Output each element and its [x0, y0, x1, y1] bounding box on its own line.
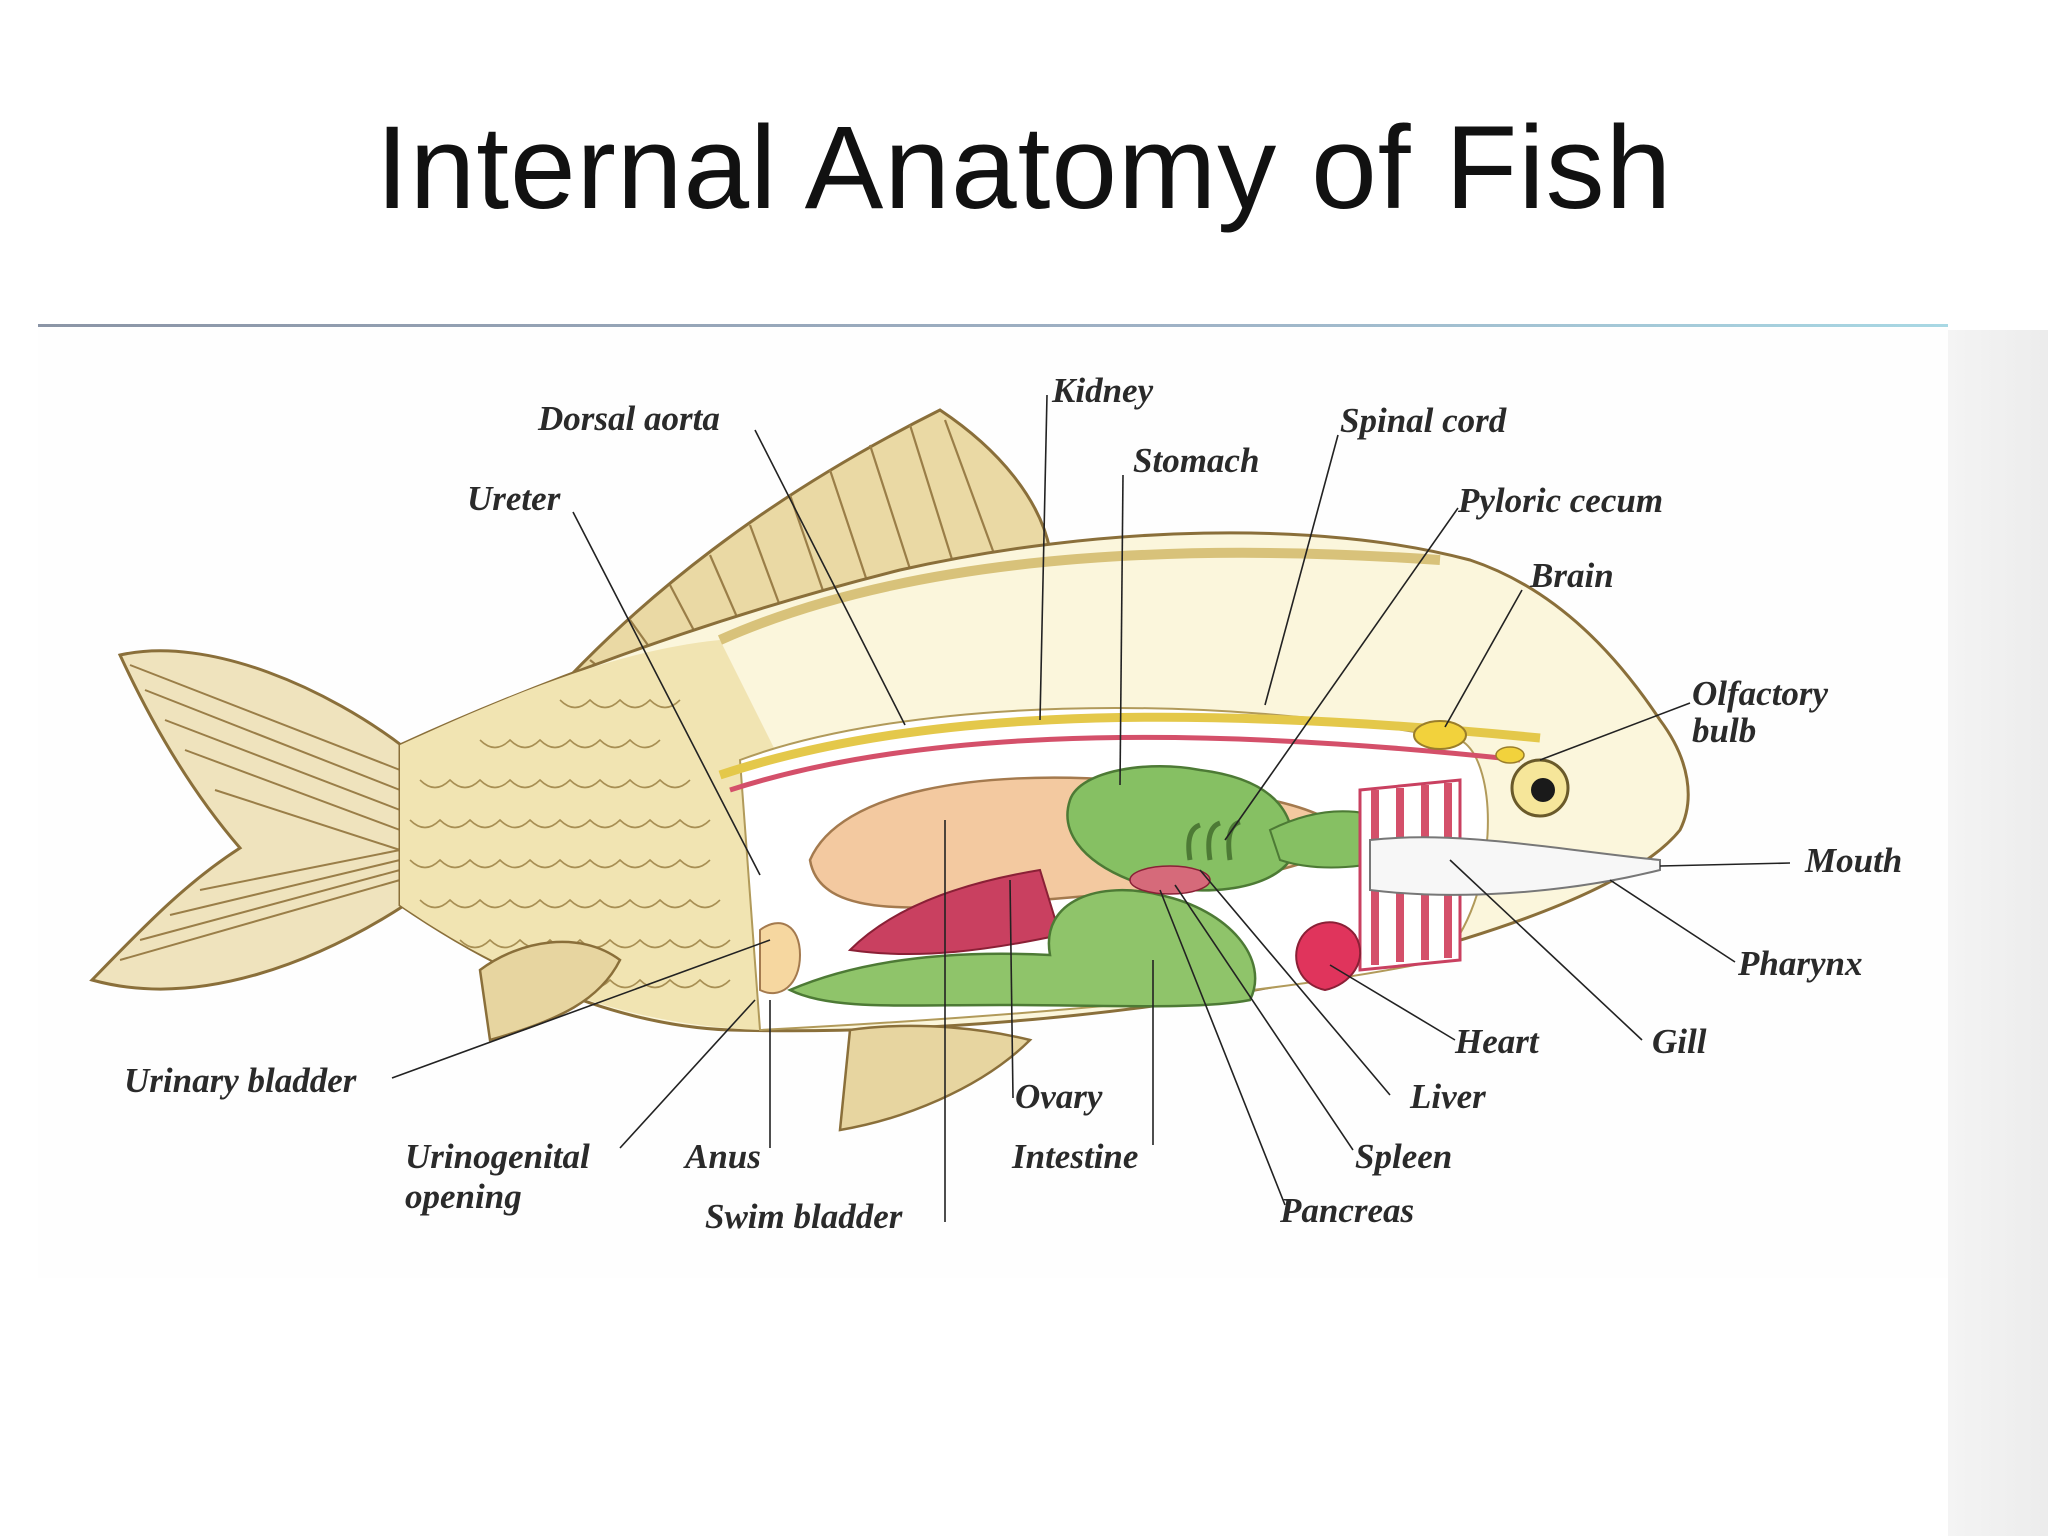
label-anus: Anus [683, 1137, 761, 1176]
label-brain: Brain [1529, 556, 1614, 595]
anal-fin [838, 1024, 1033, 1132]
spinal-cord [718, 712, 1541, 780]
label-heart: Heart [1454, 1022, 1540, 1061]
fish-illustration [89, 408, 1690, 1132]
slide-edge-strip [1948, 330, 2048, 1536]
label-ureter: Ureter [467, 479, 561, 518]
dorsal-stripe [717, 547, 1441, 645]
label-pyloric-cecum: Pyloric cecum [1457, 481, 1663, 520]
slide-title: Internal Anatomy of Fish [375, 102, 1673, 234]
label-gill: Gill [1652, 1022, 1707, 1061]
label-spleen: Spleen [1355, 1137, 1452, 1176]
intestine [787, 888, 1257, 1008]
olfactory-bulb [1495, 746, 1525, 764]
label-urinogenital-line1: Urinogenital [405, 1137, 590, 1176]
scaled-region [400, 640, 780, 1030]
label-pharynx: Pharynx [1737, 944, 1862, 983]
eye-pupil [1531, 778, 1555, 802]
dorsal-aorta-vessel [729, 734, 1521, 793]
brain [1413, 720, 1467, 750]
dorsal-fin [551, 408, 1052, 702]
label-pancreas: Pancreas [1279, 1191, 1414, 1230]
label-kidney: Kidney [1051, 371, 1154, 410]
label-dorsal-aorta: Dorsal aorta [537, 399, 720, 438]
label-spinal-cord: Spinal cord [1340, 401, 1507, 440]
label-swim-bladder: Swim bladder [705, 1197, 903, 1236]
label-mouth: Mouth [1804, 841, 1902, 880]
label-urinary-bladder: Urinary bladder [124, 1061, 357, 1100]
label-ovary: Ovary [1015, 1077, 1103, 1116]
leader-lines [391, 394, 1791, 1222]
label-olfactory-bulb-line1: Olfactory [1692, 674, 1829, 713]
label-liver: Liver [1409, 1077, 1486, 1116]
ovary [847, 868, 1062, 956]
label-stomach: Stomach [1133, 441, 1259, 480]
spleen [1129, 865, 1211, 895]
pharynx [1369, 836, 1661, 896]
label-urinogenital-line2: opening [405, 1177, 522, 1216]
heart [1295, 921, 1362, 992]
title-divider [38, 324, 1948, 327]
anatomy-labels: Dorsal aorta Kidney Spinal cord Stomach … [124, 371, 1902, 1236]
tail-fin [89, 649, 407, 991]
label-intestine: Intestine [1011, 1137, 1138, 1176]
label-olfactory-bulb-line2: bulb [1692, 711, 1756, 750]
tail-fin-rays [119, 664, 401, 961]
